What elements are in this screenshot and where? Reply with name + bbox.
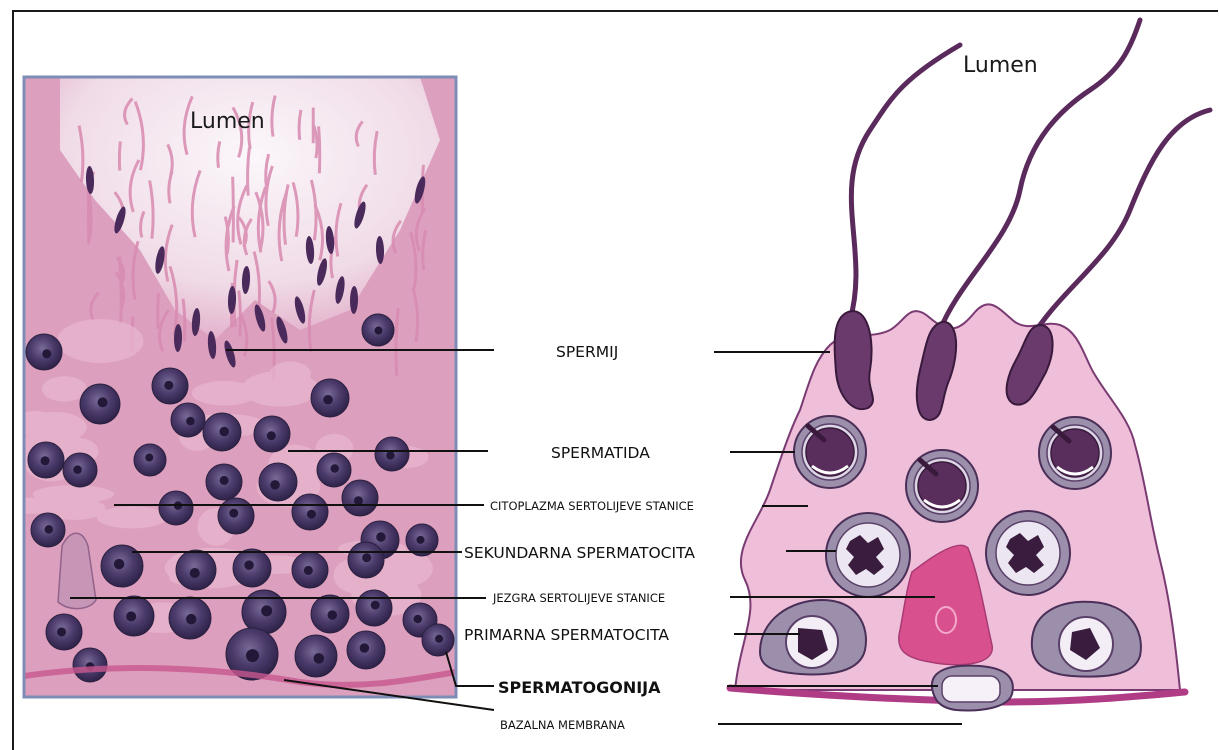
nucleolus	[186, 614, 197, 625]
nucleolus	[270, 480, 280, 490]
illustration-lumen-label: Lumen	[963, 53, 1038, 78]
nucleolus	[360, 643, 370, 653]
label-bazalna: BAZALNA MEMBRANA	[500, 718, 625, 732]
illustration-panel: Lumen	[730, 20, 1210, 710]
nucleolus	[307, 510, 316, 519]
nucleolus	[314, 653, 325, 664]
spermatid-nucleus	[806, 428, 854, 476]
nucleolus	[354, 496, 363, 505]
nucleolus	[145, 454, 153, 462]
nucleolus	[45, 525, 54, 534]
nucleolus	[328, 610, 338, 620]
cytoplasm-patch	[242, 371, 319, 407]
nucleolus	[435, 635, 443, 643]
spermatid-nucleus	[1051, 429, 1099, 477]
nucleolus	[376, 532, 386, 542]
nucleolus	[164, 381, 173, 390]
nucleolus	[186, 417, 195, 426]
nucleolus	[323, 395, 333, 405]
nucleolus	[42, 349, 51, 358]
nucleolus	[190, 568, 200, 578]
label-spermatida: SPERMATIDA	[551, 444, 650, 462]
sperm-tail-streak	[233, 177, 234, 243]
label-citoplazma: CITOPLAZMA SERTOLIJEVE STANICE	[490, 499, 694, 513]
nucleolus	[362, 553, 371, 562]
spermatid-nucleus	[918, 462, 966, 510]
micrograph-panel: Lumen	[0, 77, 456, 697]
illustration-spermatogonium	[932, 666, 1013, 711]
nucleolus	[219, 427, 229, 437]
sperm-tail-streak	[119, 141, 120, 170]
cytoplasm-patch	[42, 376, 87, 401]
sperm-tail-streak	[120, 257, 122, 325]
label-primarna: PRIMARNA SPERMATOCITA	[464, 626, 669, 644]
nucleolus	[386, 451, 395, 460]
cytoplasm-patch	[57, 319, 143, 363]
nucleolus	[330, 464, 339, 473]
nucleolus	[374, 327, 382, 335]
label-spermij: SPERMIJ	[556, 343, 618, 361]
nucleolus	[126, 611, 136, 621]
nucleolus	[114, 559, 125, 570]
nucleolus	[57, 627, 66, 636]
cytoplasm-patch	[97, 506, 167, 528]
label-spermatogonija: SPERMATOGONIJA	[498, 678, 661, 697]
nucleolus	[304, 566, 313, 575]
label-sekundarna: SEKUNDARNA SPERMATOCITA	[464, 544, 695, 562]
nucleolus	[98, 397, 108, 407]
sperm-tail-streak	[248, 148, 250, 196]
nucleolus	[267, 431, 276, 440]
sperm-tail-streak	[319, 126, 320, 173]
label-jezgra: JEZGRA SERTOLIJEVE STANICE	[492, 591, 665, 605]
micrograph-lumen-label: Lumen	[190, 109, 265, 134]
nucleolus	[261, 605, 272, 616]
nucleolus	[417, 536, 425, 544]
nucleolus	[229, 509, 238, 518]
sperm-tail-streak	[299, 110, 301, 140]
nucleolus	[414, 615, 423, 624]
nucleolus	[73, 465, 82, 474]
nucleolus	[244, 560, 254, 570]
nucleolus	[220, 476, 229, 485]
sperm-tail-streak	[158, 293, 159, 329]
cytoplasm-patch	[33, 485, 114, 503]
nucleolus	[246, 649, 259, 662]
structure-labels: SPERMIJ SPERMATIDA CITOPLAZMA SERTOLIJEV…	[464, 343, 695, 732]
nucleolus	[41, 456, 50, 465]
nucleolus	[371, 601, 380, 610]
